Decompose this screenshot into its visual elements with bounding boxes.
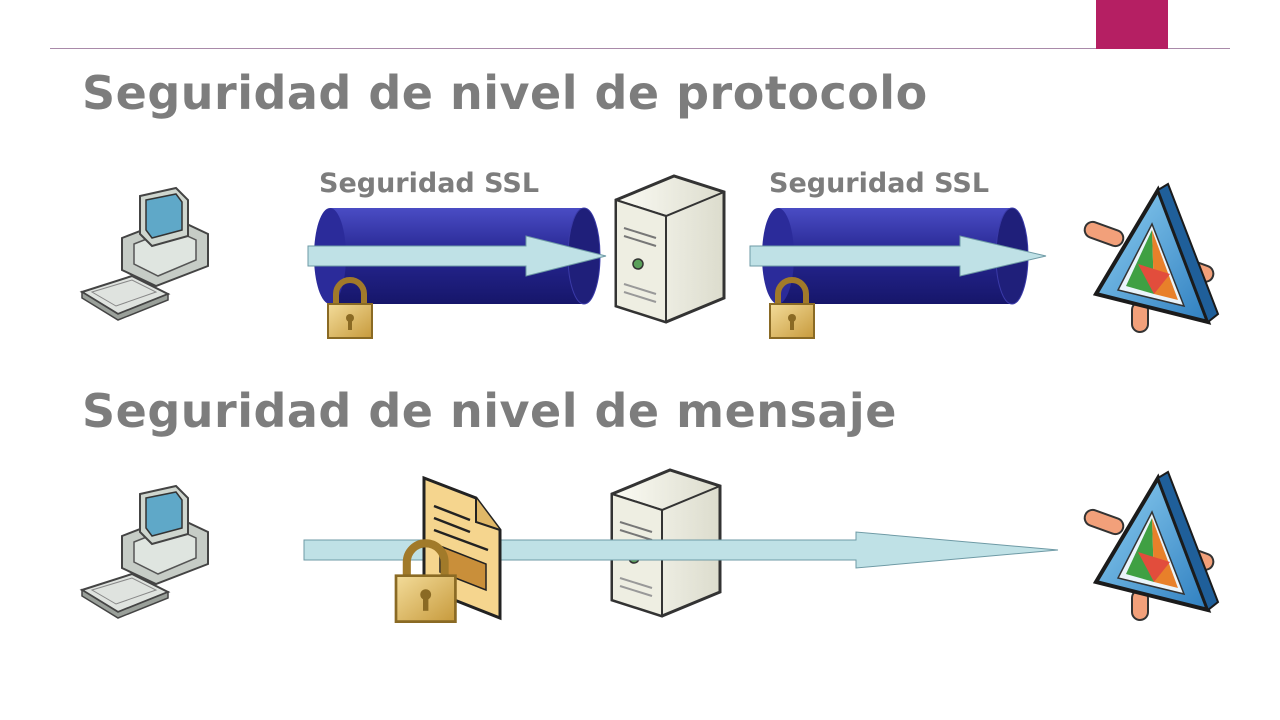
message-level-title: Seguridad de nivel de mensaje (82, 384, 897, 438)
top-rule (50, 48, 1230, 49)
server-icon-1 (614, 174, 726, 324)
ssl-label-1: Seguridad SSL (319, 168, 540, 199)
client-computer-icon-1 (81, 187, 209, 321)
ssl-label-2: Seguridad SSL (769, 168, 990, 199)
client-computer-icon-2 (81, 485, 209, 619)
accent-box (1096, 0, 1168, 49)
service-endpoint-icon-2 (1080, 470, 1220, 622)
protocol-level-title: Seguridad de nivel de protocolo (82, 66, 928, 120)
arrow-icon (307, 235, 607, 277)
service-endpoint-icon-1 (1080, 182, 1220, 334)
arrow-icon (749, 235, 1047, 277)
